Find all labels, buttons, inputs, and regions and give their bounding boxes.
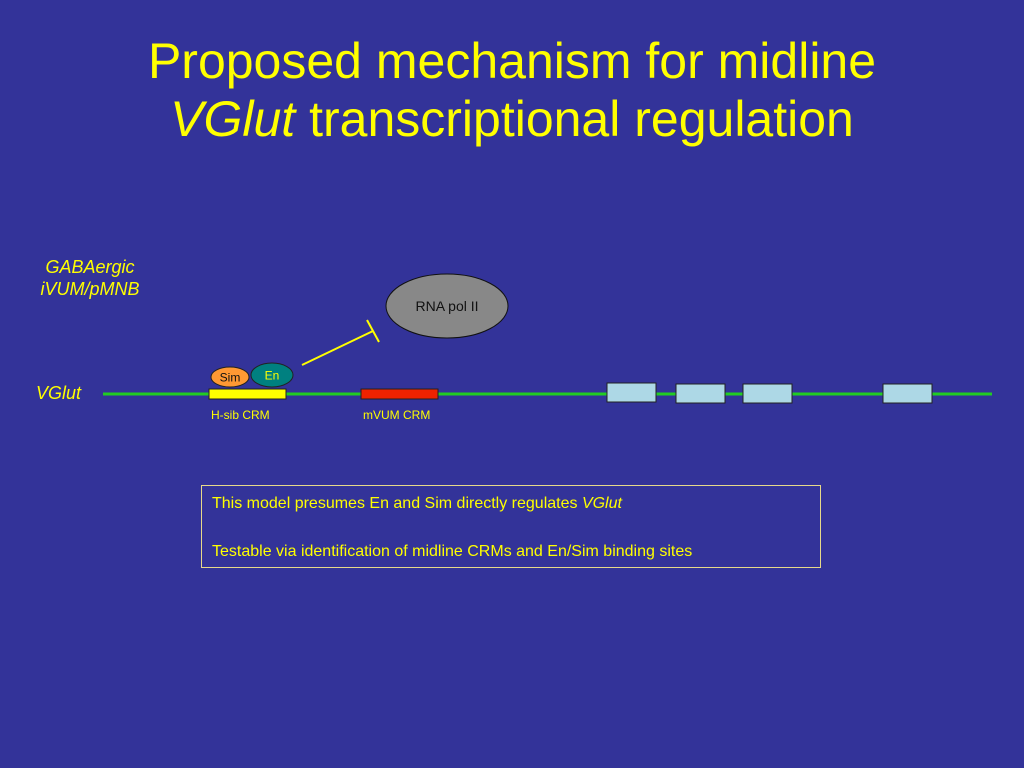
mvum-crm-box: [360, 388, 439, 400]
gene-label: VGlut: [36, 383, 82, 403]
note-line-1-text: This model presumes En and Sim directly …: [212, 495, 582, 512]
en-label: En: [265, 369, 280, 383]
sim-protein: Sim: [210, 366, 250, 388]
slide-title: Proposed mechanism for midline VGlut tra…: [0, 32, 1024, 148]
rna-pol-label: RNA pol II: [415, 298, 478, 314]
exon-2: [675, 383, 726, 404]
note-line-1-gene: VGlut: [581, 495, 622, 512]
mvum-crm-label: mVUM CRM: [363, 408, 431, 422]
cell-type-line-1: GABAergic: [45, 257, 135, 277]
hsib-crm-box: [208, 388, 287, 400]
exon-4: [882, 383, 933, 404]
note-line-1: This model presumes En and Sim directly …: [212, 494, 810, 514]
cell-type-line-2: iVUM/pMNB: [40, 279, 140, 299]
title-line-2: VGlut transcriptional regulation: [0, 90, 1024, 148]
title-line-1: Proposed mechanism for midline: [147, 33, 877, 89]
title-gene-name: VGlut: [170, 91, 296, 147]
exon-1: [606, 382, 657, 403]
cell-type-label: GABAergic iVUM/pMNB: [20, 256, 160, 300]
inhibition-arrow: [301, 319, 380, 366]
en-protein: En: [250, 362, 294, 388]
model-note-box: This model presumes En and Sim directly …: [201, 485, 821, 568]
rna-pol-ii: RNA pol II: [385, 273, 509, 339]
exon-3: [742, 383, 793, 404]
note-line-2: Testable via identification of midline C…: [212, 543, 693, 560]
hsib-crm-label: H-sib CRM: [211, 408, 270, 422]
title-line-2-rest: transcriptional regulation: [295, 91, 854, 147]
sim-label: Sim: [220, 371, 241, 385]
